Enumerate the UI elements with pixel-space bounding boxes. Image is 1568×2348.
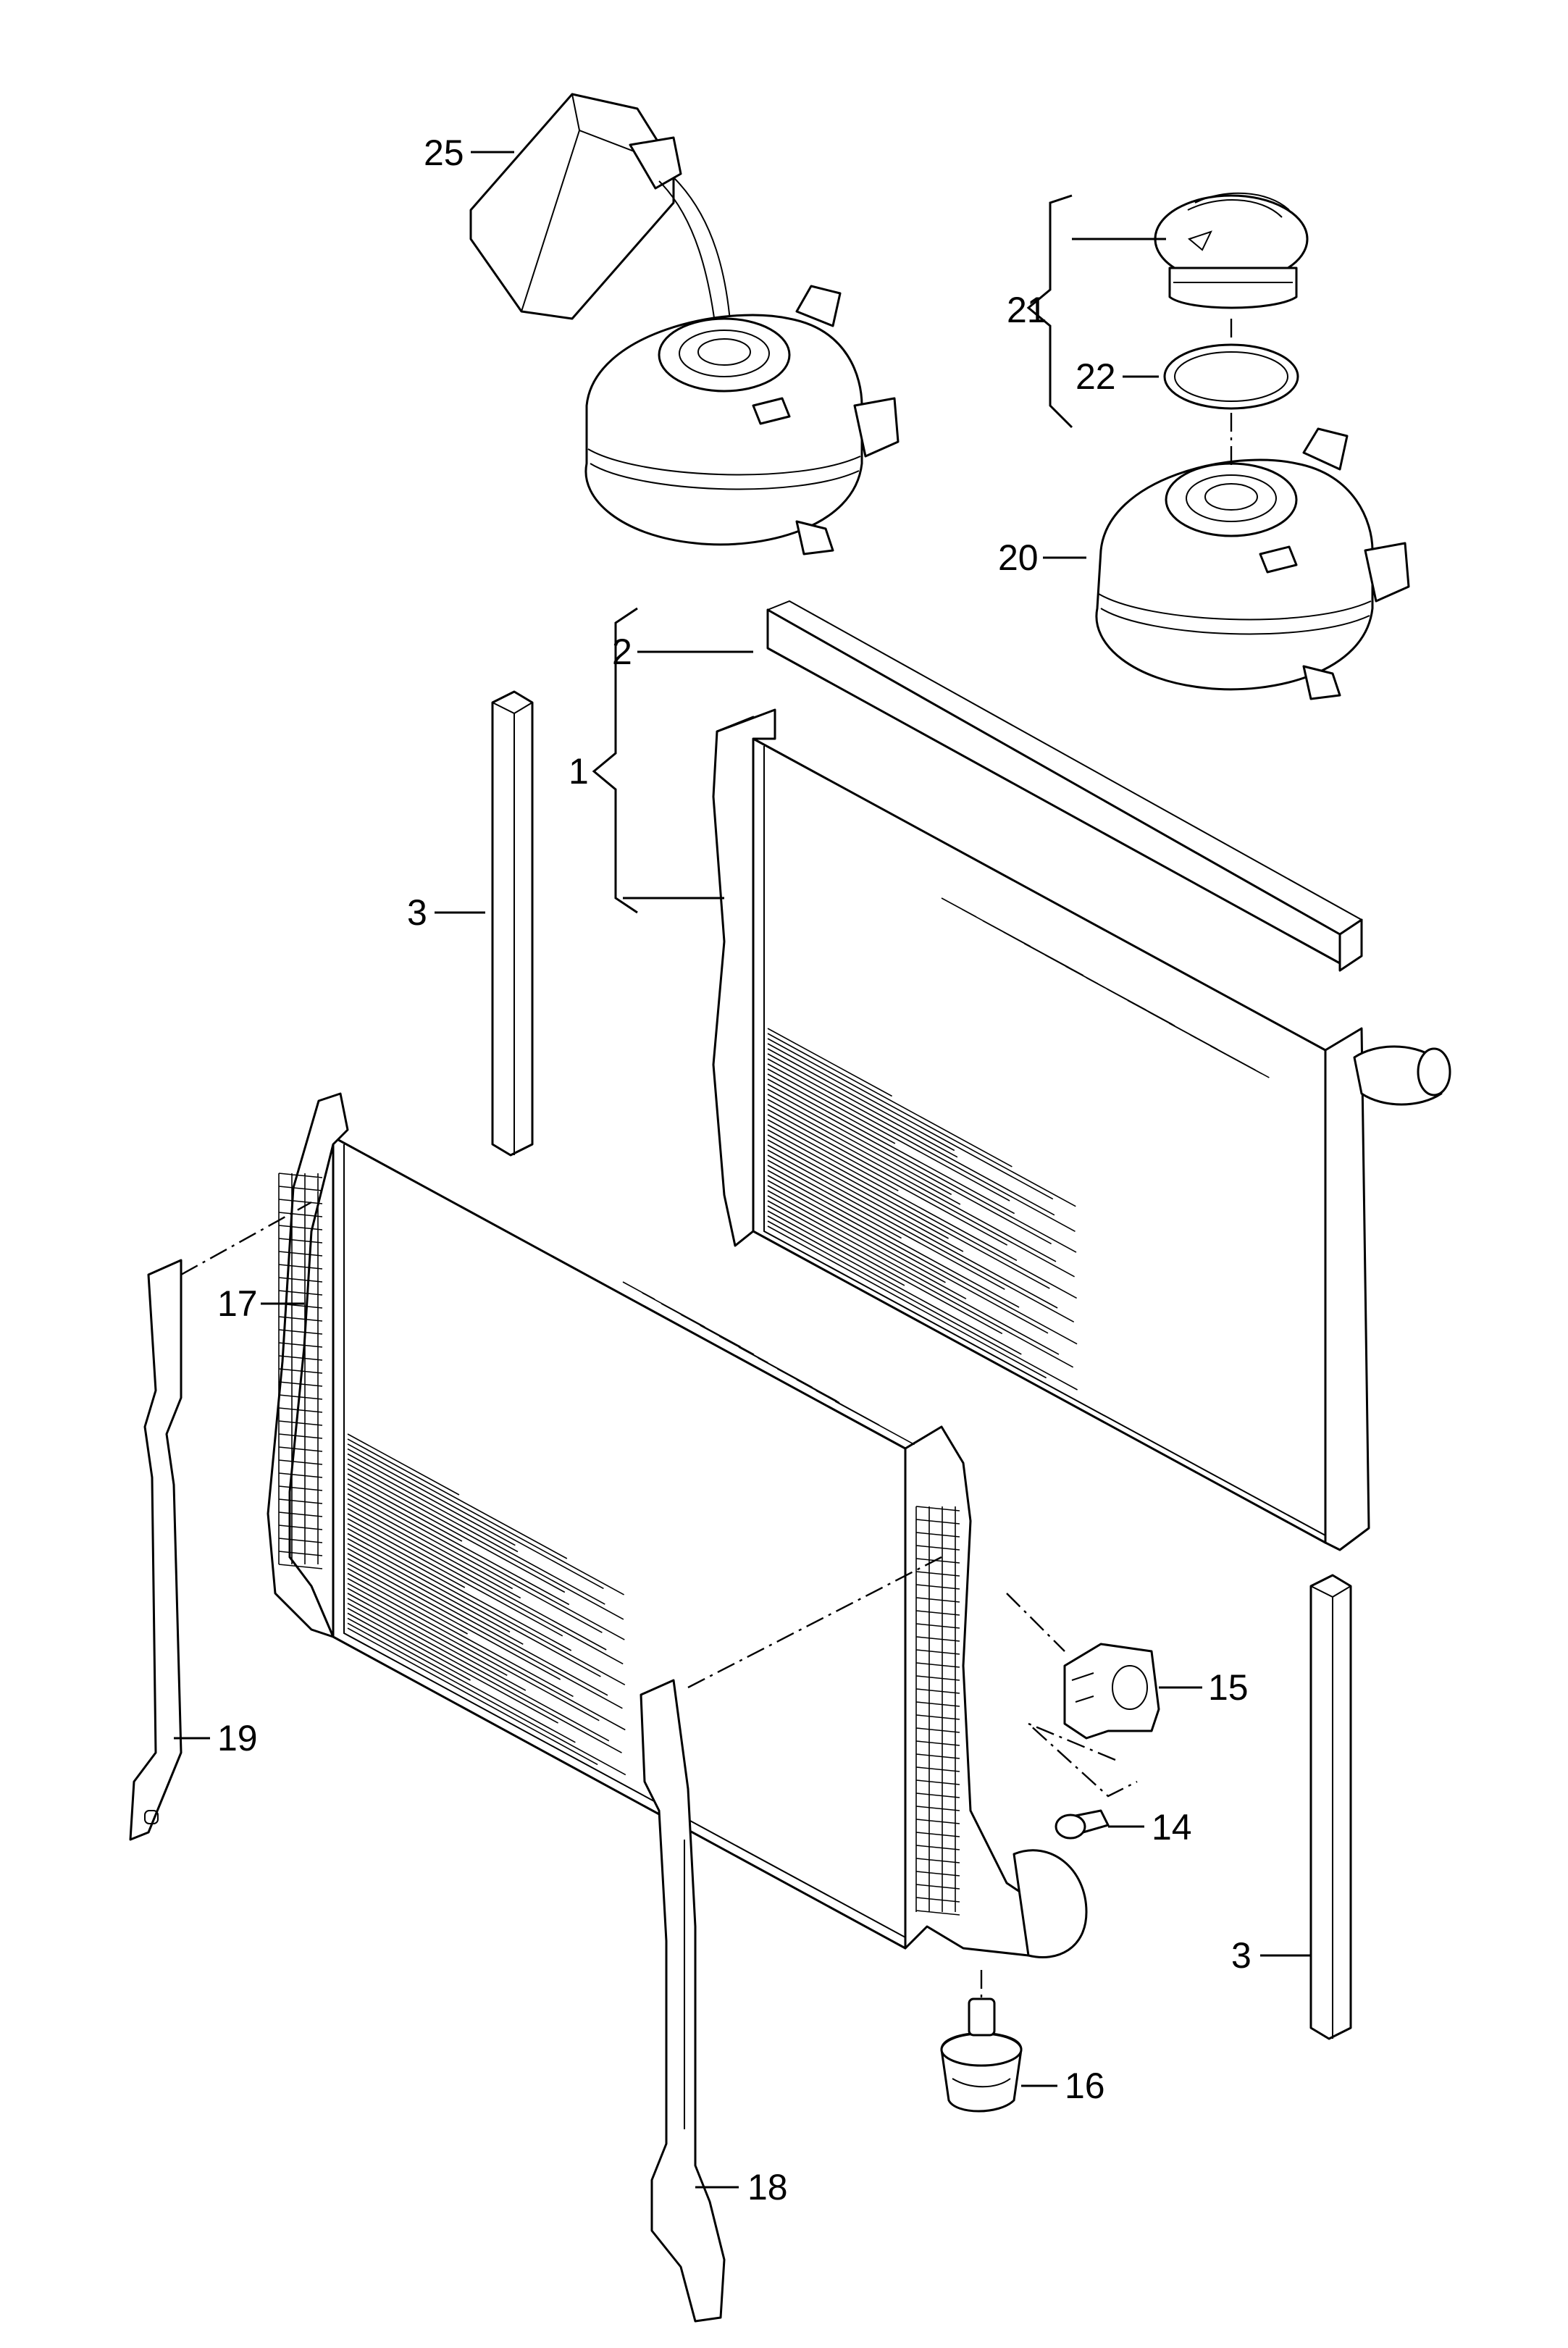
callout-3-right: 3: [1231, 1935, 1252, 1976]
callout-2: 2: [612, 632, 632, 672]
foam-strip-right: [1309, 1574, 1352, 2040]
callout-16: 16: [1065, 2066, 1105, 2106]
assembly-axis-left: [180, 1201, 312, 1276]
filler-cap: [1154, 192, 1309, 309]
callout-18: 18: [747, 2167, 788, 2207]
callout-21: 21: [1007, 290, 1047, 330]
radiator: [712, 708, 1451, 1551]
callout-22: 22: [1076, 356, 1116, 397]
rubber-grommet: [940, 1997, 1023, 2113]
air-guide-lower: [640, 1679, 726, 2323]
screw: [1055, 1809, 1110, 1840]
callout-3-left: 3: [407, 892, 427, 933]
callout-1: 1: [569, 751, 589, 792]
assembly-axis-lower: [687, 1556, 942, 1689]
callout-25: 25: [424, 133, 464, 173]
seal-ring: [1163, 343, 1299, 410]
callout-17: 17: [217, 1283, 258, 1324]
callout-14: 14: [1152, 1807, 1192, 1848]
callout-20: 20: [998, 537, 1039, 578]
callout-19: 19: [217, 1718, 258, 1758]
assembly-axis-screw: [1028, 1722, 1138, 1798]
rail-strip: [766, 600, 1363, 972]
intercooler: [267, 1092, 1088, 1958]
expansion-tank-filling: [584, 285, 900, 555]
coolant-bottle: [469, 93, 732, 341]
air-guide-left: [129, 1259, 183, 1841]
foam-strip-left: [491, 690, 534, 1157]
callout-15: 15: [1208, 1667, 1249, 1708]
mounting-bracket: [1063, 1643, 1160, 1740]
leader-lines: [174, 151, 1311, 2189]
expansion-tank: [1095, 427, 1410, 700]
assembly-axis-bracket: [1006, 1593, 1065, 1652]
